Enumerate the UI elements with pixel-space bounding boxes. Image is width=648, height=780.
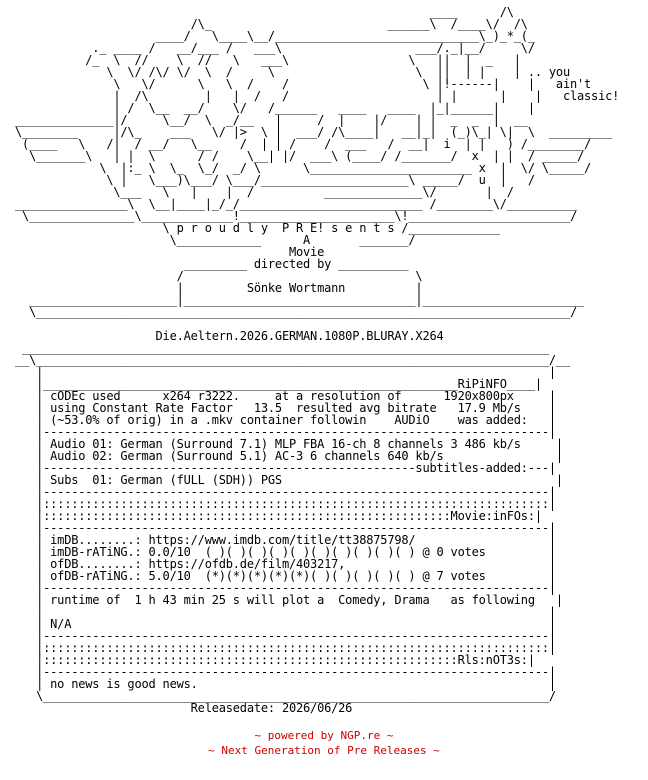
nfo-line: ________________\ \__|____|_/_/_________… (8, 197, 577, 211)
nfo-line: |_______________________________________… (8, 377, 542, 391)
nfo-line: (____ \ /| / __/ \__ / | | / / ___ / __|… (8, 137, 592, 151)
nfo-line: |---------------------------------------… (8, 521, 556, 535)
nfo-line: /_ \ // \ // \ ___\ \ || | _ | (8, 53, 521, 67)
nfo-line: | / \__ __/ \/ /______ ____ ____ |_|____… (8, 101, 535, 115)
nfo-line: |---------------------------------------… (8, 629, 556, 643)
nfo-line: Releasedate: 2026/06/26 (8, 701, 353, 715)
nfo-line: | cODEc used x264 r3222. at a resolution… (8, 389, 556, 403)
nfo-line: \ \/ \ \ / / \ |!------| | ain't (8, 77, 592, 91)
nfo-line: | Subs 01: German (fULL (SDH)) PGS | (8, 473, 563, 487)
nfo-line: |:::::::::::::::::::::::::::::::::::::::… (8, 497, 556, 511)
nfo-line: | | (8, 605, 556, 619)
nfo-line: \_______________________________________… (8, 305, 577, 319)
nfo-line: | ofDB-rATiNG.: 5.0/10 (*)(*)(*)(*)(*)( … (8, 569, 556, 583)
nfo-line: | | (8, 365, 556, 379)
nfo-line: |---------------------------------------… (8, 485, 556, 499)
nfo-line: ______________|/ \__/ \ _/__ | / | |/ | … (8, 113, 528, 127)
nfo-line: \________ |/\_ ___ \/ |> \ | ___/ /\____… (8, 125, 613, 139)
nfo-line: ____/ \____\__/_________________________… (8, 29, 536, 43)
nfo-line: | N/A | (8, 617, 556, 631)
nfo-line: \ \/ /\/ \/ \ / \ \ || | | | .. you (8, 65, 570, 79)
nfo-line: ._ ____ / __/___ / ___\ ___/._|__/ \/ (8, 41, 535, 55)
nfo-line: | /\ | | / / | | | | classic! (8, 89, 620, 103)
nfo-line: \ |:_ \ \_ \_/ _/ \ \___________________… (8, 161, 592, 175)
nfo-line: |---------------------------------------… (8, 425, 556, 439)
nfo-line: \____________ A _______/ (8, 233, 416, 247)
nfo-line: | Audio 02: German (Surround 5.1) AC-3 6… (8, 449, 563, 463)
nfo-line: |:::::::::::::::::::::::::::::::::::::::… (8, 653, 535, 667)
nfo-text: ____ /\ /\_ ______\ /____\/ /\ ____/ \__… (8, 6, 619, 714)
nfo-line: | ofDB........: https://ofdb.de/film/403… (8, 557, 556, 571)
nfo-line: | no news is good news. | (8, 677, 556, 691)
nfo-line: _________ directed by __________ (8, 257, 409, 271)
nfo-line: | Sönke Wortmann | (8, 281, 423, 295)
nfo-line: | (~53.0% of orig) in a .mkv container f… (8, 413, 556, 427)
nfo-line: \ p r o u d l y P R E! s e n t s /______… (8, 221, 500, 235)
nfo-line: / \ (8, 269, 423, 283)
nfo-line: | runtime of 1 h 43 min 25 s will plot a… (8, 593, 563, 607)
nfo-line: __\_____________________________________… (8, 353, 570, 367)
nfo-line: Movie (8, 245, 325, 259)
nfo-line: |:::::::::::::::::::::::::::::::::::::::… (8, 641, 556, 655)
nfo-line: \_______________________________________… (8, 689, 556, 703)
nfo-line: |:::::::::::::::::::::::::::::::::::::::… (8, 509, 542, 523)
nfo-line: | imDB........: https://www.imdb.com/tit… (8, 533, 556, 547)
nfo-line: |---------------------------------------… (8, 461, 556, 475)
nfo-line: \_______\ | | \ / / \__| |/ ___\ (____/ … (8, 149, 585, 163)
nfo-line: /\_ ______\ /____\/ /\ (8, 17, 528, 31)
nfo-line: | Audio 01: German (Surround 7.1) MLP FB… (8, 437, 563, 451)
nfo-line: \_______________\_____________!_________… (8, 209, 577, 223)
footer: ~ powered by NGP.re ~ ~ Next Generation … (0, 728, 648, 758)
nfo-line: _____________________|__________________… (8, 293, 585, 307)
powered-by-text: ~ powered by NGP.re ~ (254, 729, 394, 742)
nfo-line: ____ /\ (8, 5, 514, 19)
nfo-line: |---------------------------------------… (8, 581, 556, 595)
nfo-line: | using Constant Rate Factor 13.5 result… (8, 401, 556, 415)
tagline-text: ~ Next Generation of Pre Releases ~ (208, 744, 440, 757)
nfo-line: |---------------------------------------… (8, 665, 556, 679)
nfo-line: Die.Aeltern.2026.GERMAN.1080P.BLURAY.X26… (8, 329, 444, 343)
nfo-line: \___ \ | | / ______________\/ | / (8, 185, 514, 199)
nfo-line: \ | \___)\___/ \___/____________________… (8, 173, 535, 187)
nfo-line: ________________________________________… (8, 341, 549, 355)
nfo-line: | imDB-rATiNG.: 0.0/10 ( )( )( )( )( )( … (8, 545, 556, 559)
